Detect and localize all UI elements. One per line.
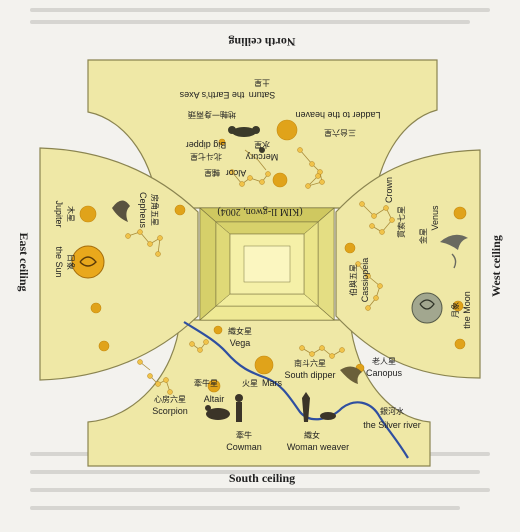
saturn-cn-label: 土星 (254, 78, 270, 88)
cowman-cn-label: 牽牛 (236, 430, 252, 440)
caption: (KIM Il-gwon, 2004) (217, 206, 302, 217)
alcor-label: Alcor (226, 168, 247, 178)
big-dipper-label: Big dipper (186, 140, 227, 150)
constellation-stars (125, 147, 395, 395)
east-ceiling-label: East ceiling (17, 233, 31, 292)
altair-star (207, 379, 221, 393)
axes-label: the Earth's Axes (179, 90, 244, 100)
crown-cn-label: 貫索七星 (396, 206, 406, 238)
sun-cn-label: 日象 (66, 254, 76, 270)
woman-weaver-label: Woman weaver (287, 442, 349, 452)
ladder-label: Ladder to the heaven (295, 110, 380, 120)
venus-cn-label: 金星 (418, 228, 428, 244)
north-star-extra (218, 138, 226, 146)
mercury-cn-label: 水星 (254, 140, 270, 150)
cepheus-label: Cepheus (138, 192, 148, 229)
jupiter-label: Jupiter (54, 200, 64, 227)
west-star-3 (344, 242, 356, 254)
cepheus-cn-label: 房角五星 (150, 194, 160, 226)
cowman-label: Cowman (226, 442, 262, 452)
vega-cn-label: 織女星 (228, 326, 252, 336)
crown-label: Crown (384, 177, 394, 203)
east-panel (39, 147, 199, 381)
woman-weaver-figure-icon (302, 392, 336, 422)
big-dipper-cn-label: 北斗七星 (190, 152, 222, 161)
ladder-cn-label: 三台六星 (324, 128, 356, 138)
south-ceiling-label: South ceiling (229, 471, 295, 485)
alcor-star (272, 172, 288, 188)
west-star-2 (454, 338, 466, 350)
saturn-star (276, 119, 298, 141)
cowman-figure-icon (205, 394, 243, 422)
moon-icon (411, 292, 443, 324)
west-labels: Crown 貫索七星 Venus 金星 Cassiopeia 伯與五星 the … (348, 177, 472, 329)
north-ceiling-label: North ceiling (229, 35, 296, 49)
center-pyramid (199, 207, 335, 321)
vega-label: Vega (230, 338, 251, 348)
vega-star (213, 325, 223, 335)
venus-star (453, 206, 467, 220)
west-ceiling-label: West ceiling (489, 235, 503, 297)
canopus-cn-label: 老人星 (372, 356, 396, 366)
cassiopeia-cn-label: 伯與五星 (348, 264, 358, 296)
silver-river-cn-label: 銀河水 (380, 406, 404, 416)
cepheus-bird-icon (112, 200, 130, 222)
moon-label: the Moon (462, 291, 472, 329)
venus-bird-icon (440, 234, 468, 269)
altair-cn-label: 牽牛星 (194, 378, 218, 388)
sun-icon (71, 245, 105, 279)
mars-label: 火星 (242, 379, 258, 388)
silver-river-label: the Silver river (363, 420, 421, 430)
mars-en-label: Mars (262, 378, 282, 388)
north-labels: Saturn 土星 the Earth's Axes 地軸一身兩頭 Ladder… (179, 78, 380, 178)
east-star-2 (90, 302, 102, 314)
venus-label: Venus (430, 205, 440, 231)
scorpion-label: Scorpion (152, 406, 188, 416)
jupiter-cn-label: 木星 (66, 206, 76, 222)
saturn-label: Saturn (249, 90, 276, 100)
scorpion-cn-label: 心房六星 (154, 394, 186, 404)
east-star-1 (174, 204, 186, 216)
east-star-3 (98, 340, 110, 352)
mercury-label: Mercury (245, 152, 278, 162)
axes-cn-label: 地軸一身兩頭 (188, 110, 236, 120)
alcor-cn-label: 輔星 (204, 168, 220, 178)
south-dipper-label: South dipper (284, 370, 335, 380)
cassiopeia-label: Cassiopeia (360, 258, 370, 303)
mercury-figure-icon (259, 147, 265, 153)
south-dipper-cn-label: 南斗六星 (294, 358, 326, 368)
west-star-1 (452, 300, 464, 312)
silver-river (183, 321, 409, 459)
sun-label: the Sun (54, 246, 64, 277)
south-panel (87, 319, 431, 467)
altair-label: Altair (204, 394, 225, 404)
jupiter-star (79, 205, 97, 223)
woman-weaver-cn-label: 織女 (304, 430, 320, 440)
south-labels: 織女星 Vega 南斗六星 South dipper 老人星 Canopus 火… (152, 326, 421, 452)
planet-disks (79, 119, 467, 393)
axes-figure-icon (228, 126, 260, 137)
canopus-bird-icon (340, 366, 362, 384)
canopus-label: Canopus (366, 368, 403, 378)
east-labels: Jupiter 木星 the Sun 日象 Cepheus 房角五星 (54, 192, 160, 278)
west-panel (335, 149, 481, 379)
moon-cn-label: 月象 (450, 302, 460, 318)
mars-star (254, 355, 274, 375)
